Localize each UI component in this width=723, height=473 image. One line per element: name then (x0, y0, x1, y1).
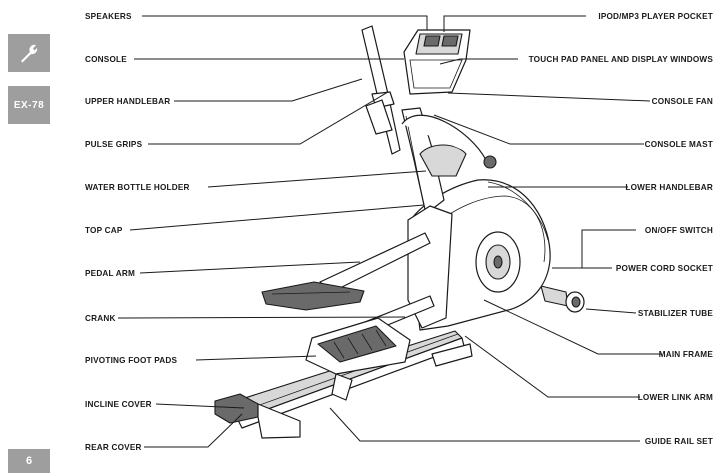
label-speakers: SPEAKERS (85, 12, 132, 21)
label-pedal-arm: PEDAL ARM (85, 269, 135, 278)
label-rear-cover: REAR COVER (85, 443, 142, 452)
label-guide-rail-set: GUIDE RAIL SET (645, 437, 713, 446)
label-pulse-grips: PULSE GRIPS (85, 140, 143, 149)
label-console-mast: CONSOLE MAST (645, 140, 713, 149)
label-main-frame: MAIN FRAME (659, 350, 714, 359)
label-stabilizer-tube: STABILIZER TUBE (638, 309, 714, 318)
leader-lines (117, 15, 662, 448)
label-crank: CRANK (85, 314, 116, 323)
label-incline-cover: INCLINE COVER (85, 400, 152, 409)
model-tab: EX-78 (8, 86, 50, 124)
label-lower-handlebar: LOWER HANDLEBAR (625, 183, 713, 192)
label-console-fan: CONSOLE FAN (652, 97, 713, 106)
label-pivoting-foot-pads: PIVOTING FOOT PADS (85, 356, 177, 365)
label-on-off-switch: ON/OFF SWITCH (645, 226, 713, 235)
label-lower-link-arm: LOWER LINK ARM (638, 393, 713, 402)
elliptical-machine-drawing (214, 25, 585, 439)
label-top-cap: TOP CAP (85, 226, 123, 235)
label-water-bottle-holder: WATER BOTTLE HOLDER (85, 183, 190, 192)
label-ipod-pocket: IPOD/MP3 PLAYER POCKET (598, 12, 713, 21)
label-power-cord-socket: POWER CORD SOCKET (616, 264, 713, 273)
tools-tab (8, 34, 50, 72)
label-upper-handlebar: UPPER HANDLEBAR (85, 97, 170, 106)
page-number: 6 (8, 449, 50, 473)
label-console: CONSOLE (85, 55, 127, 64)
wrench-icon (21, 44, 38, 63)
label-touch-pad-panel: TOUCH PAD PANEL AND DISPLAY WINDOWS (529, 55, 714, 64)
